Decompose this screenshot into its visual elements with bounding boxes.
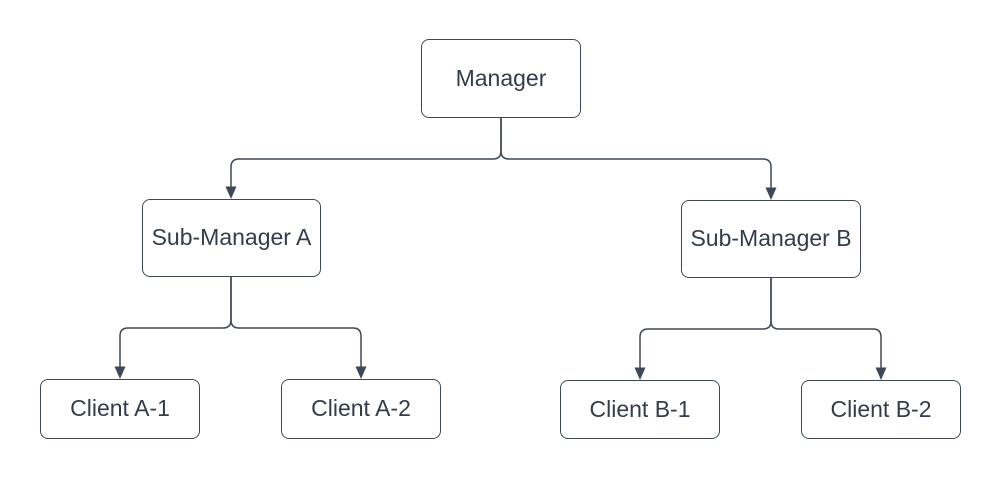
node-client-b1-label: Client B-1 [589, 395, 691, 422]
edge-sub-manager-a-client-a1 [114, 277, 232, 379]
node-client-a2-label: Client A-2 [311, 395, 411, 422]
arrowhead-icon [114, 366, 126, 379]
arrowhead-icon [355, 366, 367, 379]
node-client-b2-label: Client B-2 [830, 395, 932, 422]
edge-manager-sub-manager-b [500, 118, 777, 200]
node-sub-manager-b-label: Sub-Manager B [690, 225, 852, 252]
edge-sub-manager-a-client-a2 [230, 277, 367, 379]
node-client-a1-label: Client A-1 [70, 395, 170, 422]
node-client-a1: Client A-1 [40, 379, 200, 439]
node-manager: Manager [421, 39, 581, 118]
node-client-a2: Client A-2 [281, 379, 441, 439]
node-sub-manager-a-label: Sub-Manager A [151, 224, 312, 251]
arrowhead-icon [765, 187, 777, 200]
edge-sub-manager-b-client-b1 [634, 278, 772, 380]
node-manager-label: Manager [455, 64, 547, 91]
edge-manager-sub-manager-a [225, 118, 502, 199]
arrowhead-icon [634, 367, 646, 380]
edge-sub-manager-b-client-b2 [770, 278, 887, 380]
arrowhead-icon [225, 186, 237, 199]
node-sub-manager-a: Sub-Manager A [142, 199, 321, 277]
arrowhead-icon [875, 367, 887, 380]
node-client-b2: Client B-2 [801, 380, 961, 439]
node-sub-manager-b: Sub-Manager B [681, 200, 861, 278]
node-client-b1: Client B-1 [560, 380, 720, 439]
